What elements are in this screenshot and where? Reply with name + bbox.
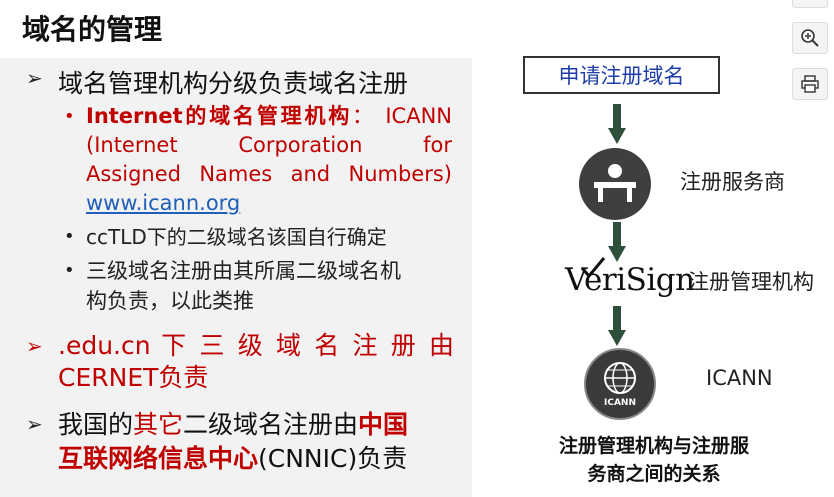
bullet-arrow-icon: ➢ — [26, 334, 43, 358]
bullet-3-highlight: 其它 — [133, 410, 184, 439]
print-icon — [801, 75, 819, 93]
third-level-note-1: 三级域名注册由其所属二级域名机 — [86, 259, 401, 283]
icann-acronym: ICANN — [385, 104, 452, 128]
registrar-icon — [579, 148, 651, 220]
icann-row-2: (Internet Corporation for — [86, 133, 452, 157]
bullet-arrow-icon: ➢ — [26, 412, 43, 436]
registry-label: 注册管理机构 — [688, 270, 814, 294]
bullet-3-highlight: 互联网络信息中心 — [58, 444, 259, 473]
icann-logo-text: ICANN — [604, 398, 636, 408]
zoom-in-icon — [801, 29, 819, 47]
bullet-2: .edu.cn 下 三 级 域 名 注 册 由 CERNET负责 — [58, 330, 454, 394]
icann-row-3: Assigned Names and Numbers) — [86, 162, 452, 186]
cctld-note: ccTLD下的二级域名该国自行确定 — [86, 225, 387, 249]
bullet-3-part: 我国的 — [58, 410, 134, 439]
icann-org-label: Internet的域名管理机构 — [86, 104, 353, 128]
bullet-arrow-icon: ➢ — [26, 66, 43, 90]
registrar-label: 注册服务商 — [680, 170, 785, 194]
bullet-2-line-2: CERNET负责 — [58, 363, 209, 392]
icann-label: ICANN — [706, 366, 773, 390]
print-button[interactable] — [792, 68, 828, 100]
verisign-logo: VeriSign — [565, 262, 695, 298]
down-arrow-icon — [608, 104, 626, 144]
content-panel — [0, 58, 472, 497]
icann-logo — [584, 348, 656, 420]
icann-description: Internet的域名管理机构： ICANN (Internet Corpora… — [86, 102, 452, 218]
icann-row-1: Internet的域名管理机构： ICANN — [86, 102, 452, 131]
bullet-2-line-1: .edu.cn 下 三 级 域 名 注 册 由 — [58, 331, 454, 360]
bullet-3: 我国的其它二级域名注册由中国 互联网络信息中心(CNNIC)负责 — [58, 408, 454, 476]
page-title: 域名的管理 — [22, 13, 163, 46]
diagram-caption: 注册管理机构与注册服 务商之间的关系 — [526, 432, 782, 488]
down-arrow-icon — [608, 222, 626, 262]
third-level-note-2: 构负责，以此类推 — [86, 289, 254, 313]
icann-link[interactable]: www.icann.org — [86, 191, 241, 215]
toolbar-button-top[interactable] — [792, 0, 828, 8]
verisign-check-icon — [580, 257, 606, 278]
caption-line-2: 务商之间的关系 — [587, 463, 721, 485]
apply-domain-box: 申请注册域名 — [523, 56, 720, 94]
viewer-toolbar — [788, 0, 834, 110]
sub-bullet-dot: • — [64, 106, 75, 127]
zoom-in-button[interactable] — [792, 22, 828, 54]
colon: ： — [352, 104, 376, 128]
down-arrow-icon — [608, 306, 626, 346]
bullet-3-part: 二级域名注册由 — [183, 410, 359, 439]
sub-bullet-dot: • — [64, 260, 75, 281]
sub-bullet-dot: • — [64, 226, 75, 247]
bullet-3-highlight: 中国 — [358, 410, 409, 439]
caption-line-1: 注册管理机构与注册服 — [558, 435, 749, 457]
bullet-1: 域名管理机构分级负责域名注册 — [58, 69, 409, 98]
bullet-3-part: (CNNIC)负责 — [258, 444, 408, 473]
